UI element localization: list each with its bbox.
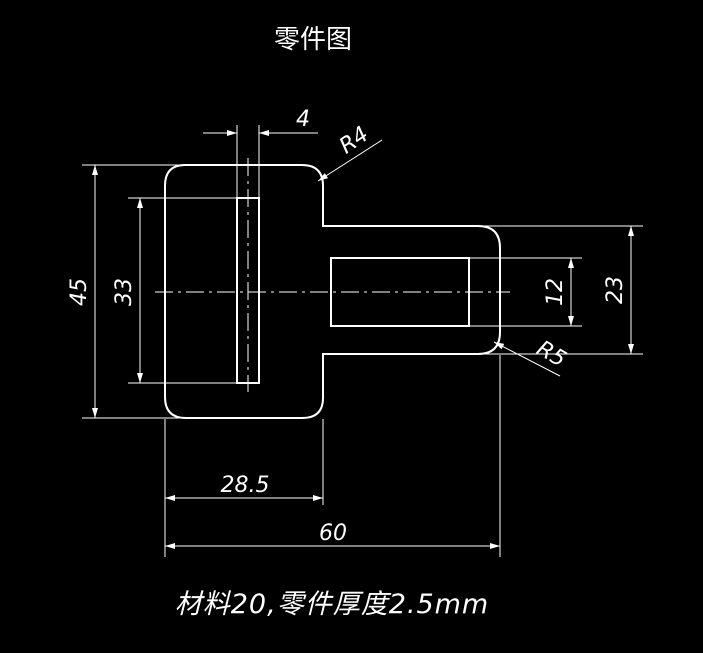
tab-height-label: 23 — [603, 276, 628, 304]
body-width-dimension — [164, 419, 324, 557]
slot-width-label: 4 — [296, 107, 310, 132]
overall-height-label: 45 — [67, 278, 92, 306]
r4-label: R4 — [335, 122, 373, 159]
slot-height-label: 33 — [112, 278, 137, 306]
drawing-title: 零件图 — [274, 25, 352, 55]
part-outline — [164, 164, 501, 419]
material-note: 材料20,零件厚度2.5mm — [175, 589, 489, 620]
body-width-label: 28.5 — [221, 473, 270, 498]
slot-width-dimension — [203, 125, 318, 197]
hole-height-label: 12 — [543, 278, 568, 306]
overall-width-dimension — [165, 355, 501, 557]
r5-leader — [493, 341, 561, 377]
overall-width-label: 60 — [319, 521, 347, 546]
tab-height-dimension — [480, 225, 643, 355]
overall-height-dimension — [82, 164, 186, 419]
r4-leader — [317, 139, 383, 182]
hole-height-dimension — [470, 257, 582, 327]
slot-height-dimension — [128, 197, 236, 384]
